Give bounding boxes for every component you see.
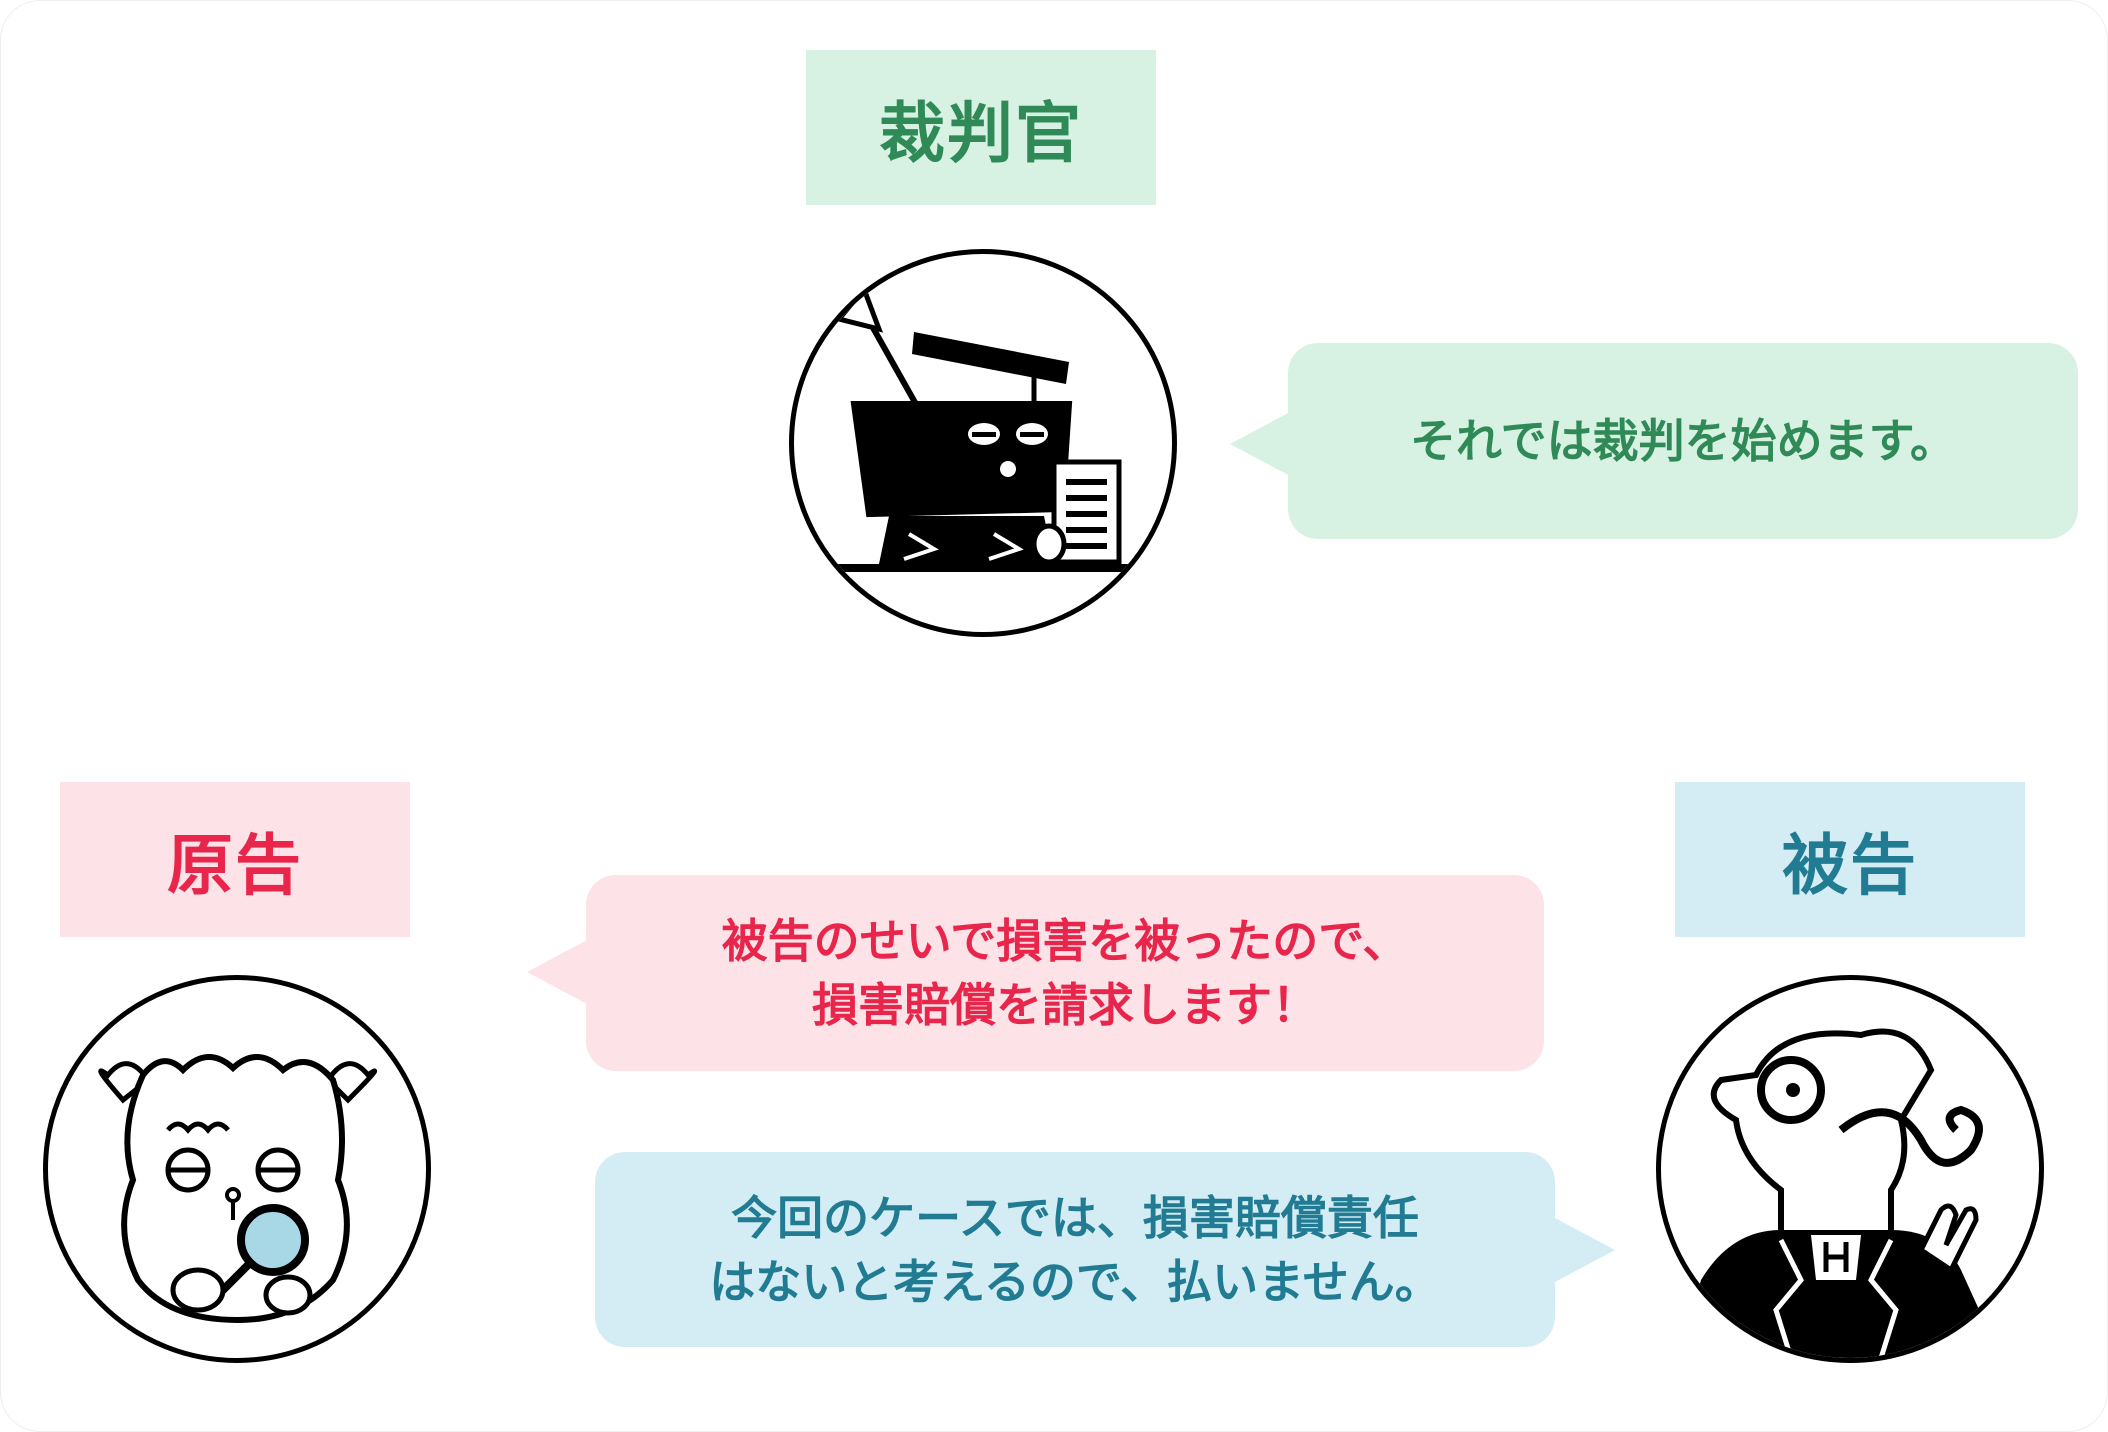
plaintiff-avatar bbox=[43, 975, 431, 1363]
judge-label-text: 裁判官 bbox=[879, 94, 1083, 172]
defendant-label-text: 被告 bbox=[1782, 826, 1918, 904]
defendant-speech-bubble: 今回のケースでは、損害賠償責任 はないと考えるので、払いません。 bbox=[595, 1152, 1555, 1347]
plaintiff-bubble-tail bbox=[527, 940, 587, 1004]
defendant-label: 被告 bbox=[1675, 782, 2025, 937]
judge-speech-text: それでは裁判を始めます。 bbox=[1409, 414, 1957, 468]
defendant-avatar bbox=[1656, 975, 2044, 1363]
judge-label: 裁判官 bbox=[806, 50, 1156, 205]
plaintiff-label: 原告 bbox=[60, 782, 410, 937]
judge-speech-bubble: それでは裁判を始めます。 bbox=[1288, 343, 2078, 539]
judge-robot-icon bbox=[794, 284, 1172, 572]
judge-bubble-tail bbox=[1230, 412, 1290, 476]
plaintiff-label-text: 原告 bbox=[167, 826, 303, 904]
plaintiff-speech-line2: 損害賠償を請求します！ bbox=[812, 978, 1318, 1032]
plaintiff-speech-bubble: 被告のせいで損害を被ったので、 損害賠償を請求します！ bbox=[586, 875, 1544, 1071]
defendant-speech-line1: 今回のケースでは、損害賠償責任 bbox=[731, 1190, 1419, 1245]
defendant-bubble-tail bbox=[1555, 1218, 1615, 1282]
chameleon-suit-icon bbox=[1681, 1028, 2001, 1358]
defendant-speech-line2: はないと考えるので、払いません。 bbox=[709, 1254, 1441, 1309]
judge-avatar bbox=[789, 249, 1177, 637]
plaintiff-speech-line1: 被告のせいで損害を被ったので、 bbox=[721, 914, 1409, 968]
sheep-detective-icon bbox=[98, 1054, 378, 1324]
